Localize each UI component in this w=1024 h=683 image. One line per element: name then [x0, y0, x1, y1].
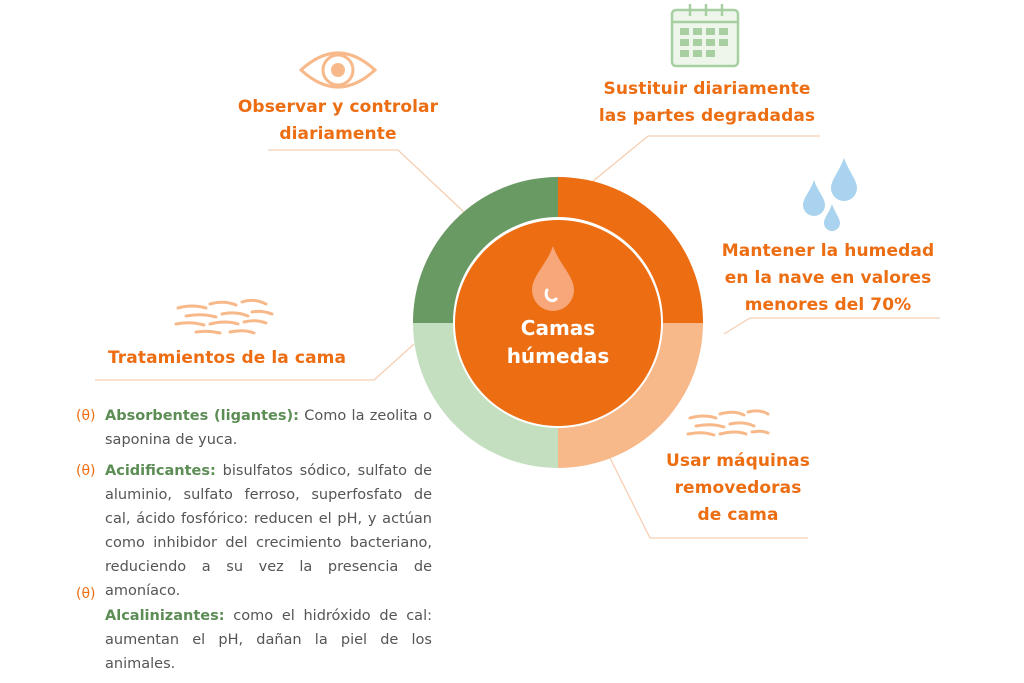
connector-lines: [95, 135, 940, 539]
label-humidity: Mantener la humedad en la nave en valore…: [721, 241, 935, 315]
wood-shavings-icon: [686, 409, 770, 437]
label-observe: Observar y controlar diariamente: [237, 97, 439, 144]
connector-replace: [591, 135, 820, 183]
label-machines: Usar máquinas removedoras de cama: [666, 451, 810, 525]
ring-segment-machines: [558, 323, 703, 468]
wood-shavings-icon: [174, 298, 274, 335]
calendar-icon: [670, 4, 740, 68]
center-title: Camas húmedas: [506, 316, 610, 368]
eye-icon: [298, 51, 378, 89]
bullet-icon: (θ): [76, 586, 96, 602]
central-ring: [412, 176, 704, 468]
water-drops-icon: [803, 158, 857, 231]
connector-humidity: [723, 317, 940, 335]
ring-segment-replace-humidity: [558, 176, 704, 323]
bullet-icon: (θ): [76, 408, 96, 424]
connector-observe: [268, 149, 466, 214]
label-replace: Sustituir diariamente las partes degrada…: [598, 79, 816, 126]
bullet-icon: (θ): [76, 463, 96, 479]
label-treatments: Tratamientos de la cama: [107, 348, 347, 368]
connector-treatments: [95, 343, 415, 381]
drop-icon: [532, 246, 574, 311]
center-disc: [455, 220, 661, 426]
ring-segment-observe: [412, 176, 558, 323]
connector-machines: [605, 449, 808, 539]
ring-segment-treatments: [413, 323, 558, 468]
